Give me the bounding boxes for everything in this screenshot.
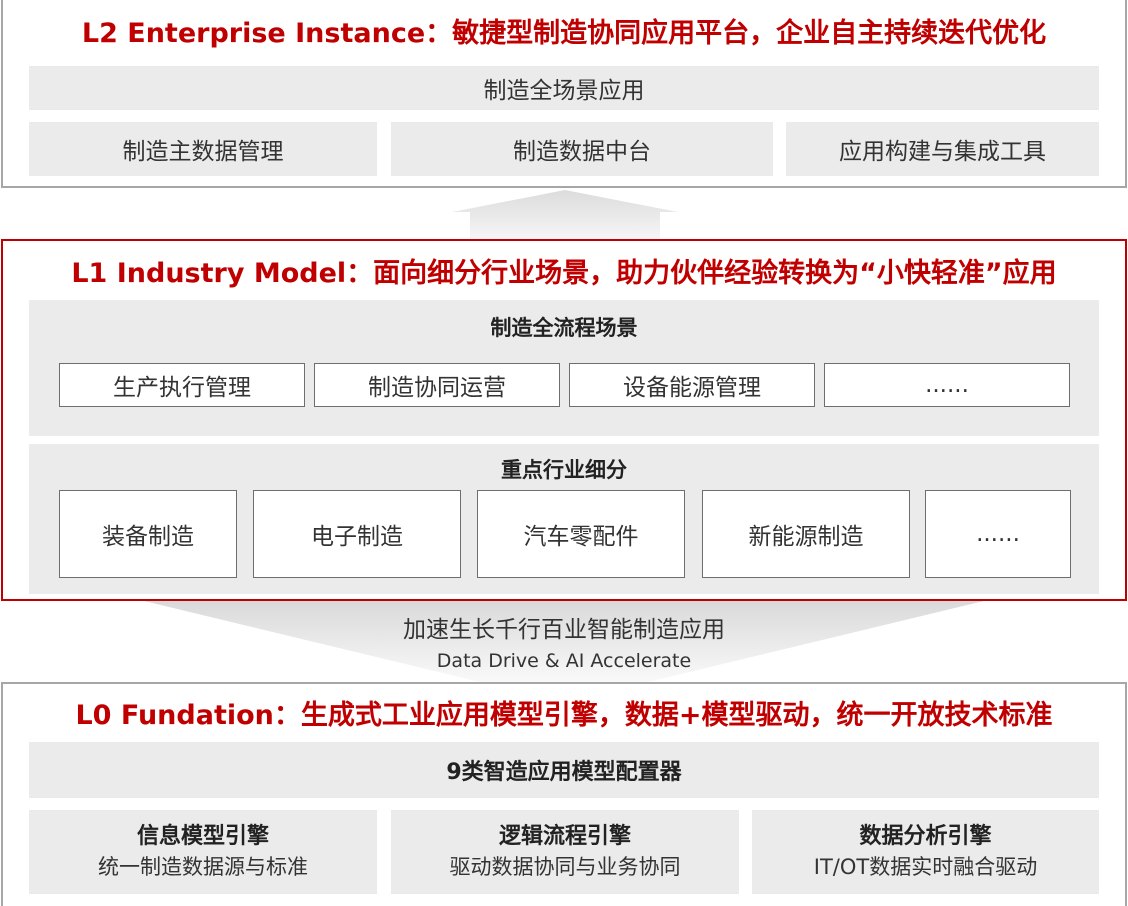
scenario-more: ...... [824,363,1070,407]
up-arrow-l1-to-l2 [452,190,678,242]
engine-desc: IT/OT数据实时融合驱动 [813,855,1038,879]
l1-industry-panel: 重点行业细分 装备制造 电子制造 汽车零配件 新能源制造 ...... [29,444,1099,594]
engine-desc: 驱动数据协同与业务协同 [449,855,681,879]
scenario-manufacturing-collaboration: 制造协同运营 [314,363,560,407]
l1-scenario-heading: 制造全流程场景 [490,316,638,340]
l2-module-master-data: 制造主数据管理 [29,122,377,176]
l1-layer: L1 Industry Model：面向细分行业场景，助力伙伴经验转换为“小快轻… [1,239,1127,601]
up-arrow-l0-to-l1 [140,600,988,684]
scenario-equipment-energy: 设备能源管理 [569,363,815,407]
l1-title: L1 Industry Model：面向细分行业场景，助力伙伴经验转换为“小快轻… [71,258,1057,289]
scenario-production-execution: 生产执行管理 [59,363,305,407]
engine-name: 数据分析引擎 [859,824,992,849]
l2-module-data-middle-platform: 制造数据中台 [391,122,773,176]
engine-name: 信息模型引擎 [136,824,269,849]
middle-caption-cn: 加速生长千行百业智能制造应用 [403,617,725,643]
l1-industry-heading: 重点行业细分 [501,458,627,482]
industry-new-energy: 新能源制造 [702,490,910,578]
industry-electronics: 电子制造 [253,490,461,578]
industry-more: ...... [925,490,1071,578]
engine-data-analysis: 数据分析引擎 IT/OT数据实时融合驱动 [752,810,1099,894]
industry-equipment: 装备制造 [59,490,237,578]
l0-configurator: 9类智造应用模型配置器 [29,742,1099,798]
l2-top-bar: 制造全场景应用 [29,66,1099,110]
l1-scenario-panel: 制造全流程场景 生产执行管理 制造协同运营 设备能源管理 ...... [29,300,1099,436]
engine-desc: 统一制造数据源与标准 [98,855,308,879]
engine-name: 逻辑流程引擎 [498,824,631,849]
l2-layer: L2 Enterprise Instance：敏捷型制造协同应用平台，企业自主持… [1,0,1127,188]
l2-module-app-build-tools: 应用构建与集成工具 [786,122,1099,176]
l0-layer: L0 Fundation：生成式工业应用模型引擎，数据+模型驱动，统一开放技术标… [1,682,1127,906]
l2-title: L2 Enterprise Instance：敏捷型制造协同应用平台，企业自主持… [81,18,1047,49]
middle-caption-en: Data Drive & AI Accelerate [436,650,692,672]
engine-logic-flow: 逻辑流程引擎 驱动数据协同与业务协同 [391,810,739,894]
engine-information-model: 信息模型引擎 统一制造数据源与标准 [29,810,377,894]
industry-auto-parts: 汽车零配件 [477,490,685,578]
l0-title: L0 Fundation：生成式工业应用模型引擎，数据+模型驱动，统一开放技术标… [75,700,1053,731]
